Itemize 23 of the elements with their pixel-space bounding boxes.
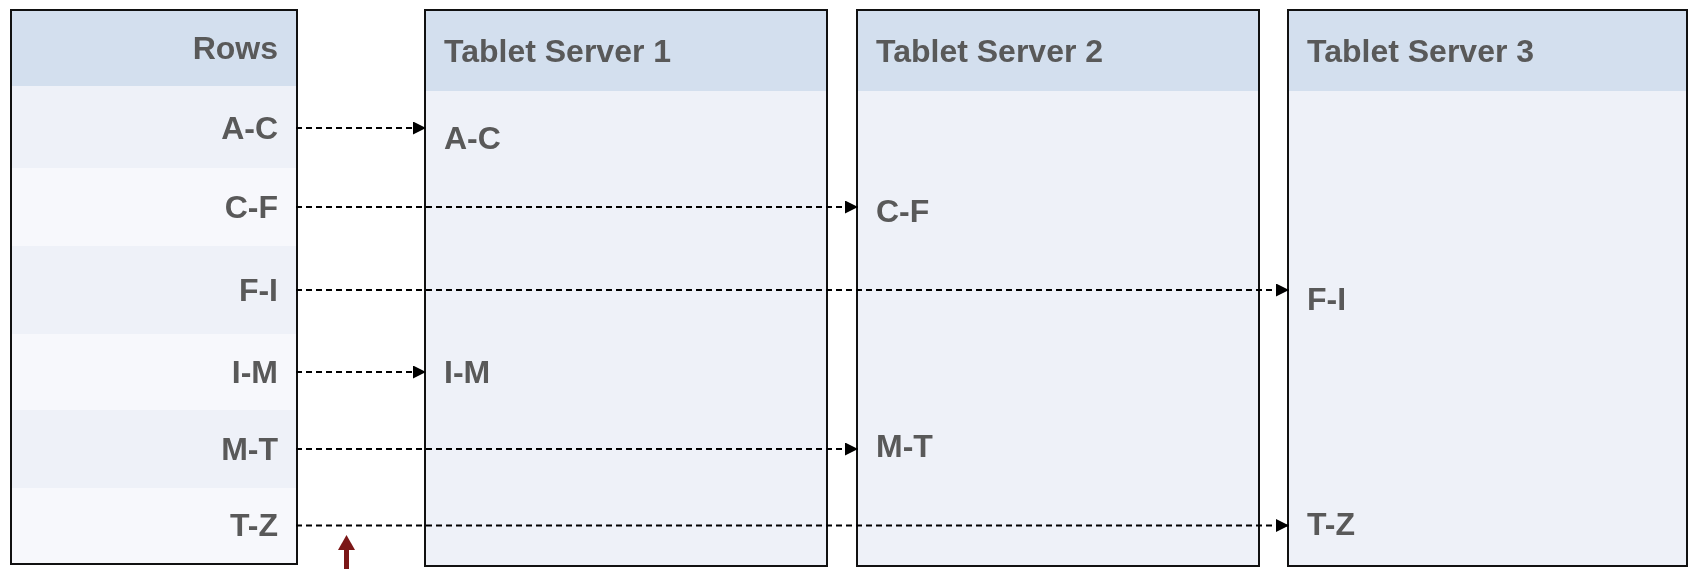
row-table bbox=[10, 9, 298, 565]
dashed-arrow bbox=[295, 519, 1290, 532]
dashed-arrow bbox=[295, 200, 859, 214]
server-panel bbox=[1287, 9, 1688, 567]
dashed-arrow bbox=[295, 121, 427, 135]
tablet-range-label: A-C bbox=[426, 116, 586, 160]
row-range-cell: C-F bbox=[12, 168, 296, 246]
row-range-cell: T-Z bbox=[12, 488, 296, 563]
dashed-arrow bbox=[295, 442, 859, 456]
dashed-arrow bbox=[295, 283, 1290, 297]
tablet-range-label: F-I bbox=[1289, 277, 1449, 321]
panel-heading: Rows bbox=[12, 11, 296, 86]
tablet-range-label: I-M bbox=[426, 350, 586, 394]
server-panel bbox=[856, 9, 1260, 567]
panel-heading: Tablet Server 1 bbox=[426, 11, 826, 91]
tablet-range-label: M-T bbox=[858, 424, 1018, 468]
panel-heading: Tablet Server 3 bbox=[1289, 11, 1686, 91]
tablet-range-label: T-Z bbox=[1289, 502, 1449, 546]
row-range-cell: I-M bbox=[12, 334, 296, 410]
dashed-arrow bbox=[295, 365, 427, 379]
panel-heading: Tablet Server 2 bbox=[858, 11, 1258, 91]
tablet-range-label: C-F bbox=[858, 189, 1018, 233]
server-panel bbox=[424, 9, 828, 567]
